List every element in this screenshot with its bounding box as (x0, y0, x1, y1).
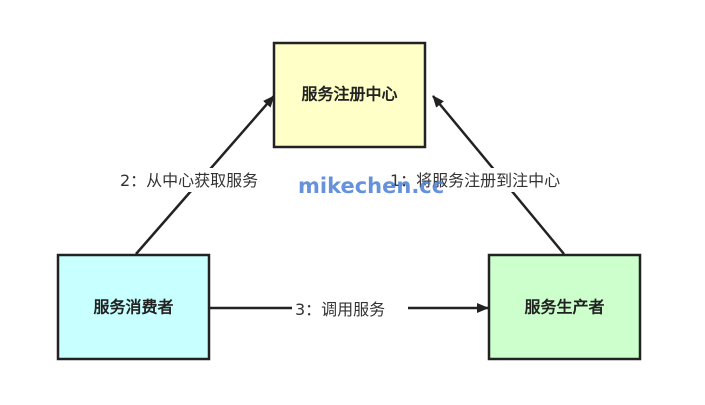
node-registry-box (272, 41, 427, 149)
node-provider-box (487, 253, 642, 361)
node-consumer: 服务消费者 (56, 253, 211, 361)
edge-invoke-label: 3：调用服务 (295, 300, 385, 319)
edge-invoke-label-bg (292, 297, 408, 321)
node-provider-label: 服务生产者 (524, 298, 604, 317)
node-consumer-box (56, 253, 211, 361)
node-provider: 服务生产者 (487, 253, 642, 361)
node-registry-label: 服务注册中心 (301, 85, 397, 104)
watermark: mikechen.cc (298, 174, 444, 198)
edge-discover-label-bg (118, 168, 292, 192)
node-registry: 服务注册中心 (272, 41, 427, 149)
edge-discover-label: 2：从中心获取服务 (120, 171, 258, 190)
edge-register-label: 1：将服务注册到注中心 (390, 171, 560, 190)
edge-register-label-bg (388, 168, 602, 192)
node-consumer-label: 服务消费者 (93, 298, 173, 317)
